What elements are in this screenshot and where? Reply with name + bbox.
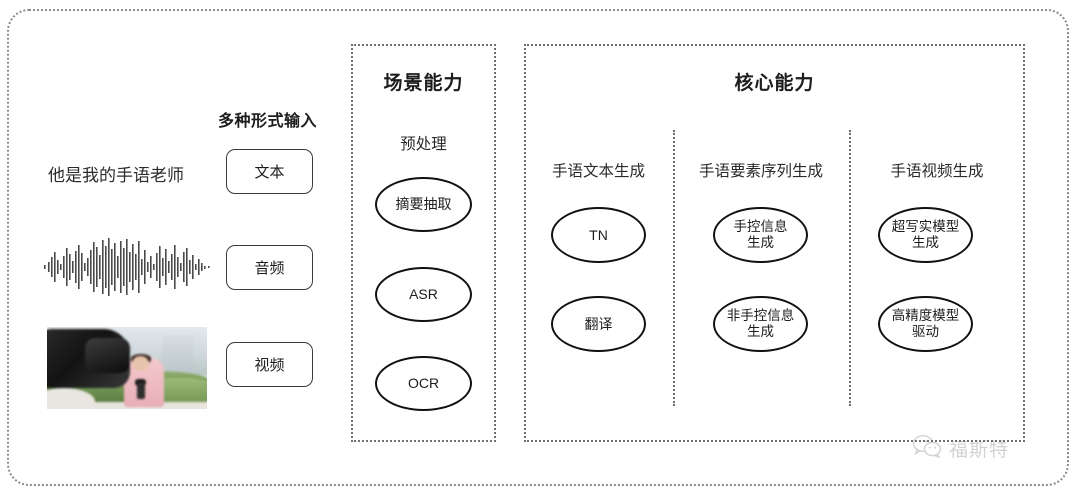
core-capability-panel: [524, 44, 1025, 442]
input-button-video[interactable]: 视频: [226, 342, 313, 387]
node-ocr[interactable]: OCR: [375, 356, 472, 411]
core-column-header-video-generation: 手语视频生成: [890, 163, 984, 180]
core-column-header-element-sequence: 手语要素序列生成: [698, 163, 823, 180]
node-line2: 生成: [747, 324, 774, 339]
node-line1: 非手控信息: [726, 308, 795, 324]
watermark: 福斯特: [912, 434, 1009, 463]
input-button-text[interactable]: 文本: [226, 149, 313, 194]
watermark-text: 福斯特: [949, 440, 1010, 461]
core-column-divider-1: [673, 130, 675, 406]
core-capability-title: 核心能力: [734, 73, 815, 94]
scene-column-header-preprocess: 预处理: [400, 136, 447, 153]
core-column-divider-2: [849, 130, 851, 406]
scene-capability-panel: [351, 44, 496, 442]
node-tn[interactable]: TN: [551, 207, 646, 263]
node-non-manual-signal-generation[interactable]: 非手控信息 生成: [713, 296, 808, 352]
input-button-audio[interactable]: 音频: [226, 245, 313, 290]
node-line2: 生成: [747, 235, 774, 250]
input-section-caption: 多种形式输入: [218, 113, 318, 130]
node-manual-signal-generation[interactable]: 手控信息 生成: [713, 207, 808, 263]
node-translation[interactable]: 翻译: [551, 296, 646, 352]
video-thumbnail: [47, 327, 207, 409]
node-asr[interactable]: ASR: [375, 267, 472, 322]
outer-frame: [7, 9, 1069, 486]
node-line1: 手控信息: [733, 219, 788, 235]
audio-waveform: [42, 236, 214, 298]
core-column-header-text-generation: 手语文本生成: [551, 163, 645, 180]
node-line2: 生成: [912, 235, 939, 250]
wechat-icon: [912, 434, 942, 463]
node-summary-extraction[interactable]: 摘要抽取: [375, 177, 472, 232]
node-line1: 超写实模型: [891, 219, 960, 235]
sample-text-sentence: 他是我的手语老师: [48, 166, 184, 185]
node-line2: 驱动: [912, 324, 939, 339]
node-line1: 高精度模型: [891, 308, 960, 324]
node-high-precision-model-driving[interactable]: 高精度模型 驱动: [878, 296, 973, 352]
scene-capability-title: 场景能力: [383, 73, 464, 94]
node-photorealistic-model-generation[interactable]: 超写实模型 生成: [878, 207, 973, 263]
